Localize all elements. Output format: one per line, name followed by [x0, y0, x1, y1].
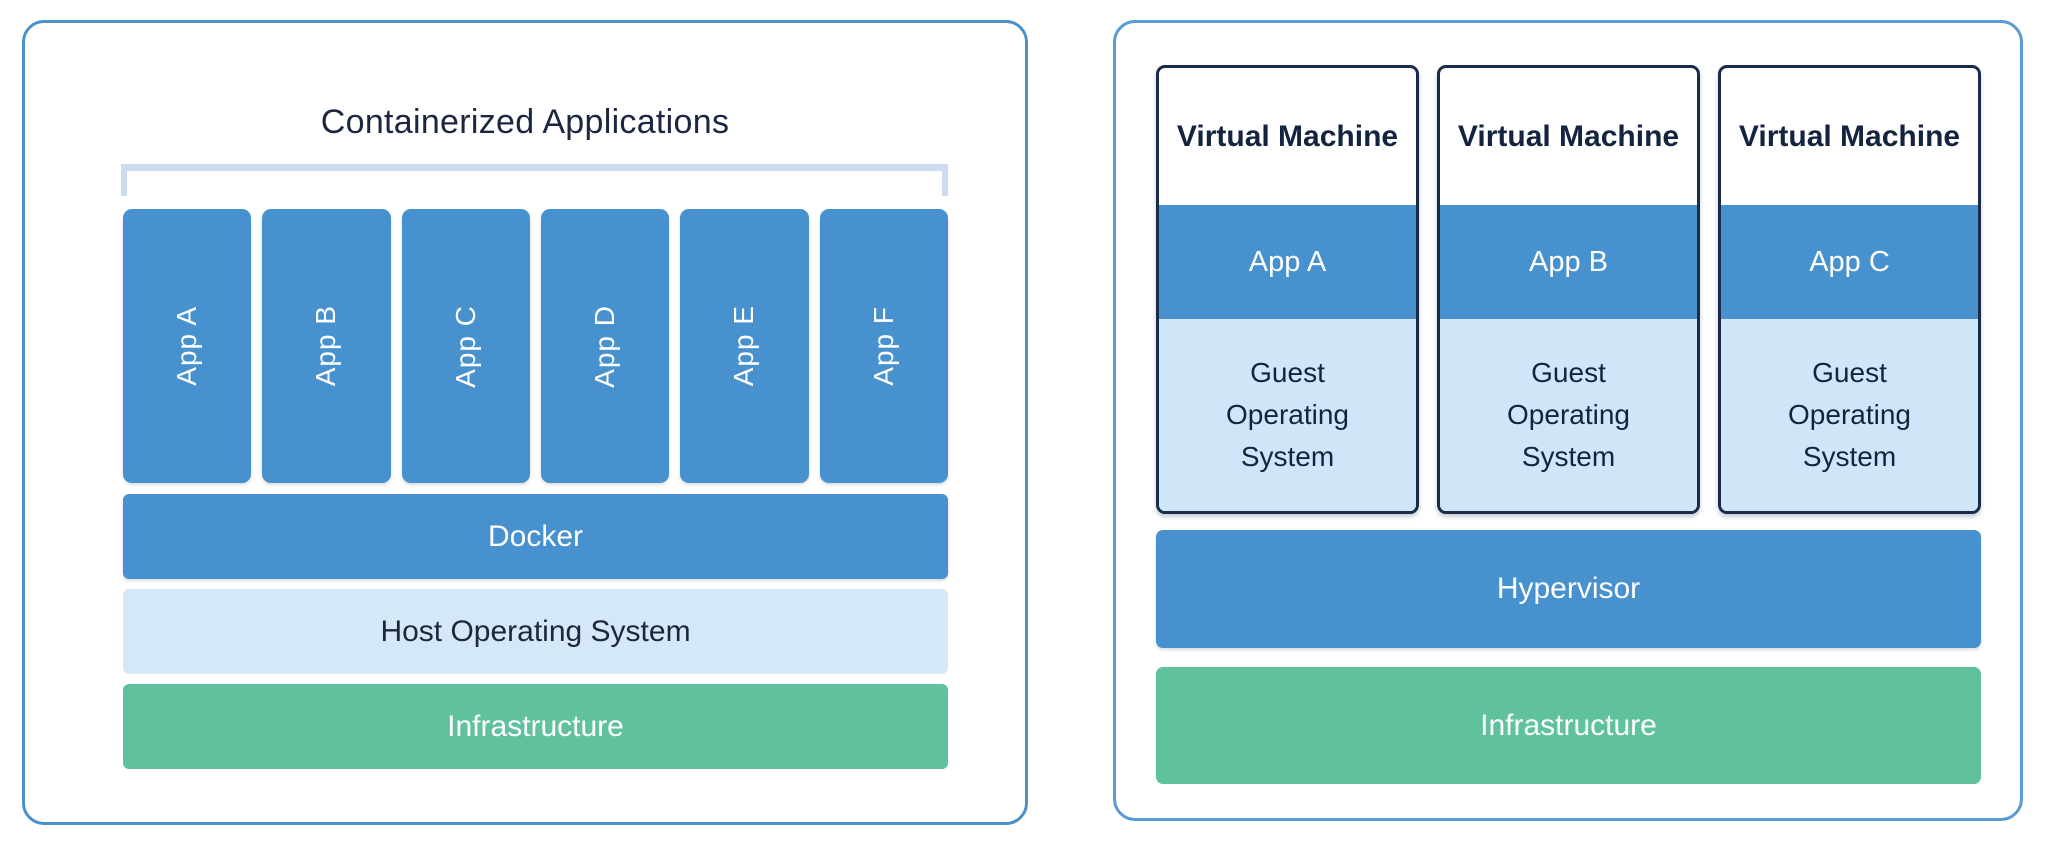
container-app-f: App F: [819, 209, 948, 483]
containers-panel-title: Containerized Applications: [320, 103, 730, 141]
vm-2-guest-os: Guest Operating System: [1440, 319, 1697, 511]
vm-1-guest-os: Guest Operating System: [1159, 319, 1416, 511]
vm-row: Virtual Machine App A Guest Operating Sy…: [1156, 65, 1981, 514]
vm-3-app: App C: [1721, 205, 1978, 319]
host-operating-system-layer: Host Operating System: [123, 589, 948, 674]
virtual-machine-1: Virtual Machine App A Guest Operating Sy…: [1156, 65, 1419, 514]
vm-3-title: Virtual Machine: [1738, 119, 1961, 153]
container-app-e-label: App E: [728, 305, 760, 387]
infrastructure-layer-right: Infrastructure: [1156, 667, 1981, 784]
container-apps-row: App A App B App C App D App E App F: [123, 209, 948, 483]
container-app-b-label: App B: [310, 305, 342, 387]
virtual-machine-3: Virtual Machine App C Guest Operating Sy…: [1718, 65, 1981, 514]
apps-group-bracket: [121, 164, 948, 196]
container-app-c-label: App C: [449, 304, 481, 388]
container-app-d: App D: [540, 209, 670, 483]
container-app-f-label: App F: [867, 306, 899, 386]
vm-1-guest-os-label: Guest Operating System: [1226, 357, 1349, 472]
container-app-d-label: App D: [589, 304, 621, 388]
vm-3-guest-os-label: Guest Operating System: [1788, 357, 1911, 472]
container-app-e: App E: [680, 209, 809, 483]
vm-1-app: App A: [1159, 205, 1416, 319]
containerized-applications-panel: Containerized Applications App A App B A…: [22, 20, 1028, 825]
infrastructure-layer-left: Infrastructure: [123, 684, 948, 769]
vm-2-guest-os-label: Guest Operating System: [1507, 357, 1630, 472]
vm-2-title: Virtual Machine: [1457, 119, 1680, 153]
container-app-a-label: App A: [171, 306, 203, 386]
container-app-a: App A: [123, 209, 252, 483]
container-app-b: App B: [262, 209, 391, 483]
container-app-c: App C: [401, 209, 530, 483]
vm-2-app: App B: [1440, 205, 1697, 319]
virtual-machines-panel: Virtual Machine App A Guest Operating Sy…: [1113, 20, 2023, 821]
virtual-machine-2: Virtual Machine App B Guest Operating Sy…: [1437, 65, 1700, 514]
hypervisor-layer: Hypervisor: [1156, 530, 1981, 648]
vm-1-title: Virtual Machine: [1176, 119, 1399, 153]
docker-layer: Docker: [123, 494, 948, 579]
vm-3-guest-os: Guest Operating System: [1721, 319, 1978, 511]
